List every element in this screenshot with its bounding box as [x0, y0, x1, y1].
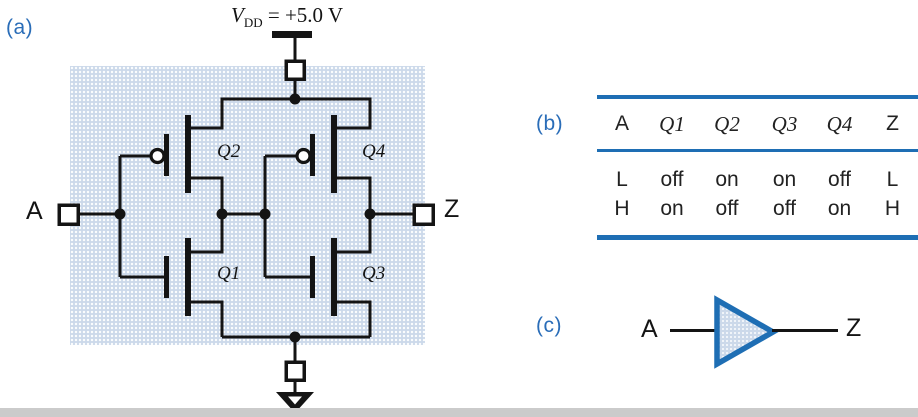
vdd-terminal-pin	[284, 59, 306, 81]
q2-label: Q2	[217, 141, 241, 162]
cell-q4: off	[828, 167, 851, 191]
cell-a: L	[616, 167, 628, 191]
input-terminal-pin	[57, 203, 80, 226]
buffer-input-wire	[670, 329, 717, 332]
q2-drain-wire	[191, 176, 224, 214]
panel-b-label: (b)	[536, 112, 564, 135]
q1-drain-wire	[191, 214, 224, 254]
cell-q3: on	[772, 167, 797, 191]
ground-junction-dot	[289, 331, 301, 343]
col-header-q2: Q2	[714, 111, 740, 136]
q3-label: Q3	[362, 263, 386, 284]
table-body: L off on on off L H on off off on H	[597, 152, 918, 235]
output-terminal-pin	[412, 203, 435, 226]
q3-drain-wire	[337, 214, 372, 254]
q1-gate-bar	[164, 256, 169, 298]
stage2-junction-dot	[259, 208, 271, 220]
circuit-wires	[78, 38, 414, 392]
transistor-bars	[164, 115, 337, 316]
q2-channel-bar	[185, 115, 191, 193]
table-rule-mid	[597, 149, 918, 152]
q3-source-wire	[337, 300, 372, 337]
table-rule-top	[597, 95, 918, 99]
vdd-junction-dot	[289, 93, 301, 105]
top-rail-wire	[191, 97, 372, 130]
buffer-triangle-shape	[714, 295, 779, 369]
terminal-pins	[57, 59, 435, 382]
cell-a: H	[614, 196, 630, 220]
panel-a-label: (a)	[6, 16, 34, 39]
table-header-row: A Q1 Q2 Q3 Q4 Z	[597, 99, 918, 149]
ground-icon-inner	[288, 396, 302, 405]
table-row: H on off off on H	[597, 194, 918, 223]
cmos-buffer-schematic	[57, 31, 435, 413]
cell-q1: off	[660, 167, 684, 191]
buffer-input-a-label: A	[641, 315, 658, 343]
buffer-output-wire	[772, 329, 838, 332]
cell-q2: off	[715, 196, 739, 220]
q4-pmos-bubble-icon	[295, 147, 312, 165]
col-header-a: A	[614, 112, 629, 135]
output-junction-dot	[364, 208, 376, 220]
buffer-triangle-icon	[714, 295, 779, 369]
q1-label: Q1	[217, 263, 241, 284]
junction-dots	[114, 93, 376, 343]
stage1-junction-dot	[216, 208, 228, 220]
q3-channel-bar	[331, 238, 337, 316]
q4-drain-wire	[337, 176, 372, 214]
col-header-q1: Q1	[659, 111, 685, 136]
input-a-label: A	[26, 197, 43, 225]
input-junction-dot	[114, 208, 126, 220]
q2-pmos-bubble-icon	[149, 147, 166, 165]
q1-source-wire	[191, 300, 224, 337]
buffer-output-z-label: Z	[846, 314, 862, 342]
cell-q4: on	[827, 196, 852, 220]
footer-band	[0, 408, 918, 417]
vdd-symbol: V	[231, 3, 244, 27]
col-header-q4: Q4	[826, 111, 853, 136]
vdd-label: VDD = +5.0 V	[231, 3, 343, 31]
q1-channel-bar	[185, 238, 191, 316]
panel-c-label: (c)	[536, 314, 562, 337]
q3-gate-bar	[310, 256, 315, 298]
q2-gate-bar	[164, 134, 169, 176]
q4-label: Q4	[362, 141, 386, 162]
ground-terminal-pin	[284, 360, 306, 382]
cell-q2: on	[715, 167, 739, 191]
cell-z: L	[886, 167, 899, 191]
col-header-z: Z	[886, 112, 899, 135]
truth-table: A Q1 Q2 Q3 Q4 Z L off on on off L H on o…	[597, 95, 918, 240]
q4-gate-bar	[310, 134, 315, 176]
table-rule-bottom	[597, 235, 918, 240]
vdd-subscript: DD	[243, 15, 263, 31]
table-row: L off on on off L	[597, 165, 918, 194]
vdd-value: = +5.0 V	[267, 3, 344, 27]
q4-channel-bar	[331, 115, 337, 193]
cell-q1: on	[660, 196, 684, 220]
circuit-shaded-region	[70, 66, 425, 345]
col-header-q3: Q3	[771, 111, 798, 136]
vdd-power-bar-icon	[272, 31, 312, 38]
cell-z: H	[884, 196, 901, 220]
cell-q3: off	[773, 196, 796, 220]
output-z-label: Z	[444, 195, 460, 223]
